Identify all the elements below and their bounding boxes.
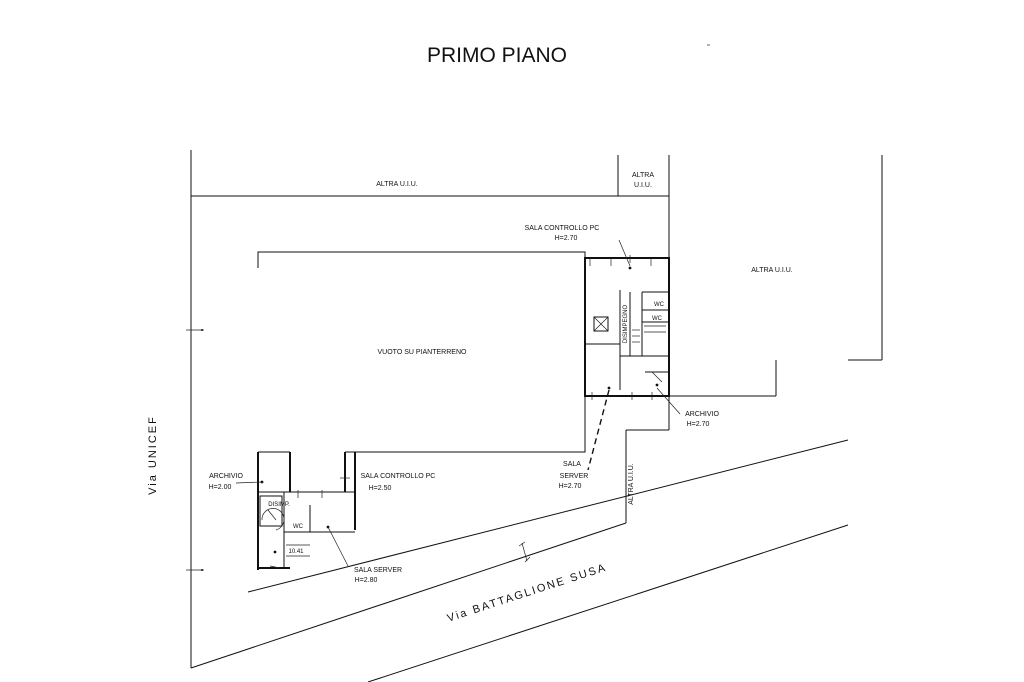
label-altra-uiu-vertical: ALTRA U.I.U. — [628, 463, 635, 505]
label-sala-controllo-left-h: H=2.50 — [369, 485, 392, 492]
label-disimpegno-right: DISIMPEGNO — [623, 305, 629, 344]
void-area — [257, 251, 586, 453]
label-archivio-right-h: H=2.70 — [687, 421, 710, 428]
label-archivio-right: ARCHIVIO — [685, 411, 719, 418]
label-altra-uiu-top: ALTRA U.I.U. — [376, 181, 418, 188]
label-sala-controllo-top-h: H=2.70 — [555, 235, 578, 242]
label-archivio-left: ARCHIVIO — [209, 473, 243, 480]
right-block — [584, 239, 681, 471]
label-server-right-h: H=2.70 — [559, 483, 582, 490]
label-altra-uiu-right: ALTRA U.I.U. — [751, 267, 793, 274]
street-battaglione-susa — [247, 439, 849, 682]
label-sala-controllo-left: SALA CONTROLLO PC — [361, 473, 436, 480]
label-altra-small-1: ALTRA — [632, 172, 654, 179]
plan-title: PRIMO PIANO — [427, 44, 567, 67]
street-label-battaglione-susa: Via BATTAGLIONE SUSA — [446, 562, 609, 625]
label-sala-server-left: SALA SERVER — [354, 567, 402, 574]
label-disimpegno-left: DISIMP. — [268, 502, 290, 508]
label-vuoto: VUOTO SU PIANTERRENO — [378, 349, 467, 356]
label-wc-1: WC — [654, 302, 665, 308]
label-sala-controllo-top: SALA CONTROLLO PC — [525, 225, 600, 232]
label-code: 10.41 — [288, 549, 304, 555]
left-block — [235, 452, 356, 570]
label-altra-small-2: U.I.U. — [634, 182, 652, 189]
label-sala-right: SALA — [563, 461, 581, 468]
label-wc-2: WC — [652, 316, 663, 322]
label-archivio-left-h: H=2.00 — [209, 484, 232, 491]
label-sala-server-left-h: H=2.80 — [355, 577, 378, 584]
street-label-unicef: Via UNICEF — [147, 415, 159, 495]
label-server-right: SERVER — [560, 473, 589, 480]
site-boundary — [186, 150, 883, 669]
label-wc-3: WC — [293, 524, 304, 530]
